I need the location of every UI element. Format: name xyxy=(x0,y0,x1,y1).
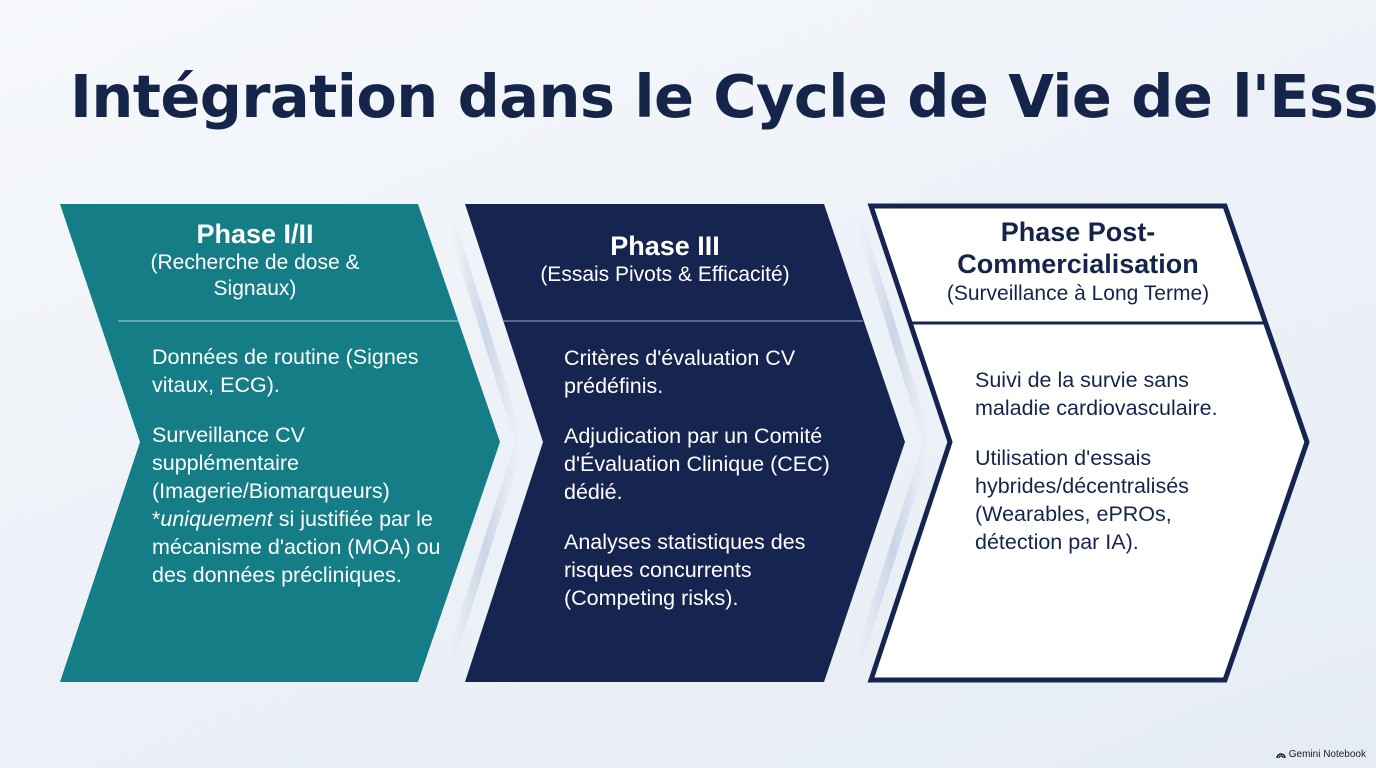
phase-3-chevron xyxy=(465,204,905,682)
page-title: Intégration dans le Cycle de Vie de l'Es… xyxy=(70,62,1376,131)
connector-ribbon-2 xyxy=(853,218,933,662)
notebook-logo-icon xyxy=(1275,753,1286,758)
phase-post-title: Phase Post-Commercialisation xyxy=(957,217,1199,280)
phase-1-item-2-asterisk: * xyxy=(152,507,161,531)
phase-3-title: Phase III xyxy=(610,231,720,261)
phase-1-chevron xyxy=(60,204,500,682)
phase-3-header: Phase III (Essais Pivots & Efficacité) xyxy=(510,230,820,288)
phase-3-item-3: Analyses statistiques des risques concur… xyxy=(564,530,806,610)
phase-1-item-2-tail: si justifiée par le mécanisme d'action (… xyxy=(152,507,441,587)
phase-1-title: Phase I/II xyxy=(196,219,314,249)
phase-3-item-1: Critères d'évaluation CV prédéfinis. xyxy=(564,346,796,398)
phase-post-subtitle: (Surveillance à Long Terme) xyxy=(946,281,1210,305)
phase-post-body: Suivi de la survie sans maladie cardiova… xyxy=(975,366,1245,578)
phase-1-item-2: Surveillance CV supplémentaire (Imagerie… xyxy=(152,421,452,589)
phase-1-item-2-lead: Surveillance CV supplémentaire (Imagerie… xyxy=(152,423,390,503)
phase-1-subtitle: (Recherche de dose & Signaux) xyxy=(150,251,360,300)
brand-watermark: Gemini Notebook xyxy=(1275,749,1366,760)
phase-1-item-1: Données de routine (Signes vitaux, ECG). xyxy=(152,345,419,397)
phase-1-item-2-emphasis: uniquement xyxy=(160,507,273,531)
phase-3-body: Critères d'évaluation CV prédéfinis. Adj… xyxy=(564,344,854,634)
phase-3-subtitle: (Essais Pivots & Efficacité) xyxy=(540,263,790,287)
phase-3-item-2: Adjudication par un Comité d'Évaluation … xyxy=(564,424,830,504)
phase-post-header: Phase Post-Commercialisation (Surveillan… xyxy=(918,216,1238,306)
connector-ribbon-1 xyxy=(445,218,525,662)
phase-1-body: Données de routine (Signes vitaux, ECG).… xyxy=(152,343,452,611)
phase-post-item-2: Utilisation d'essais hybrides/décentrali… xyxy=(975,446,1189,554)
phase-post-item-1: Suivi de la survie sans maladie cardiova… xyxy=(975,368,1218,420)
phase-1-header: Phase I/II (Recherche de dose & Signaux) xyxy=(110,218,400,301)
brand-label: Gemini Notebook xyxy=(1288,749,1366,760)
